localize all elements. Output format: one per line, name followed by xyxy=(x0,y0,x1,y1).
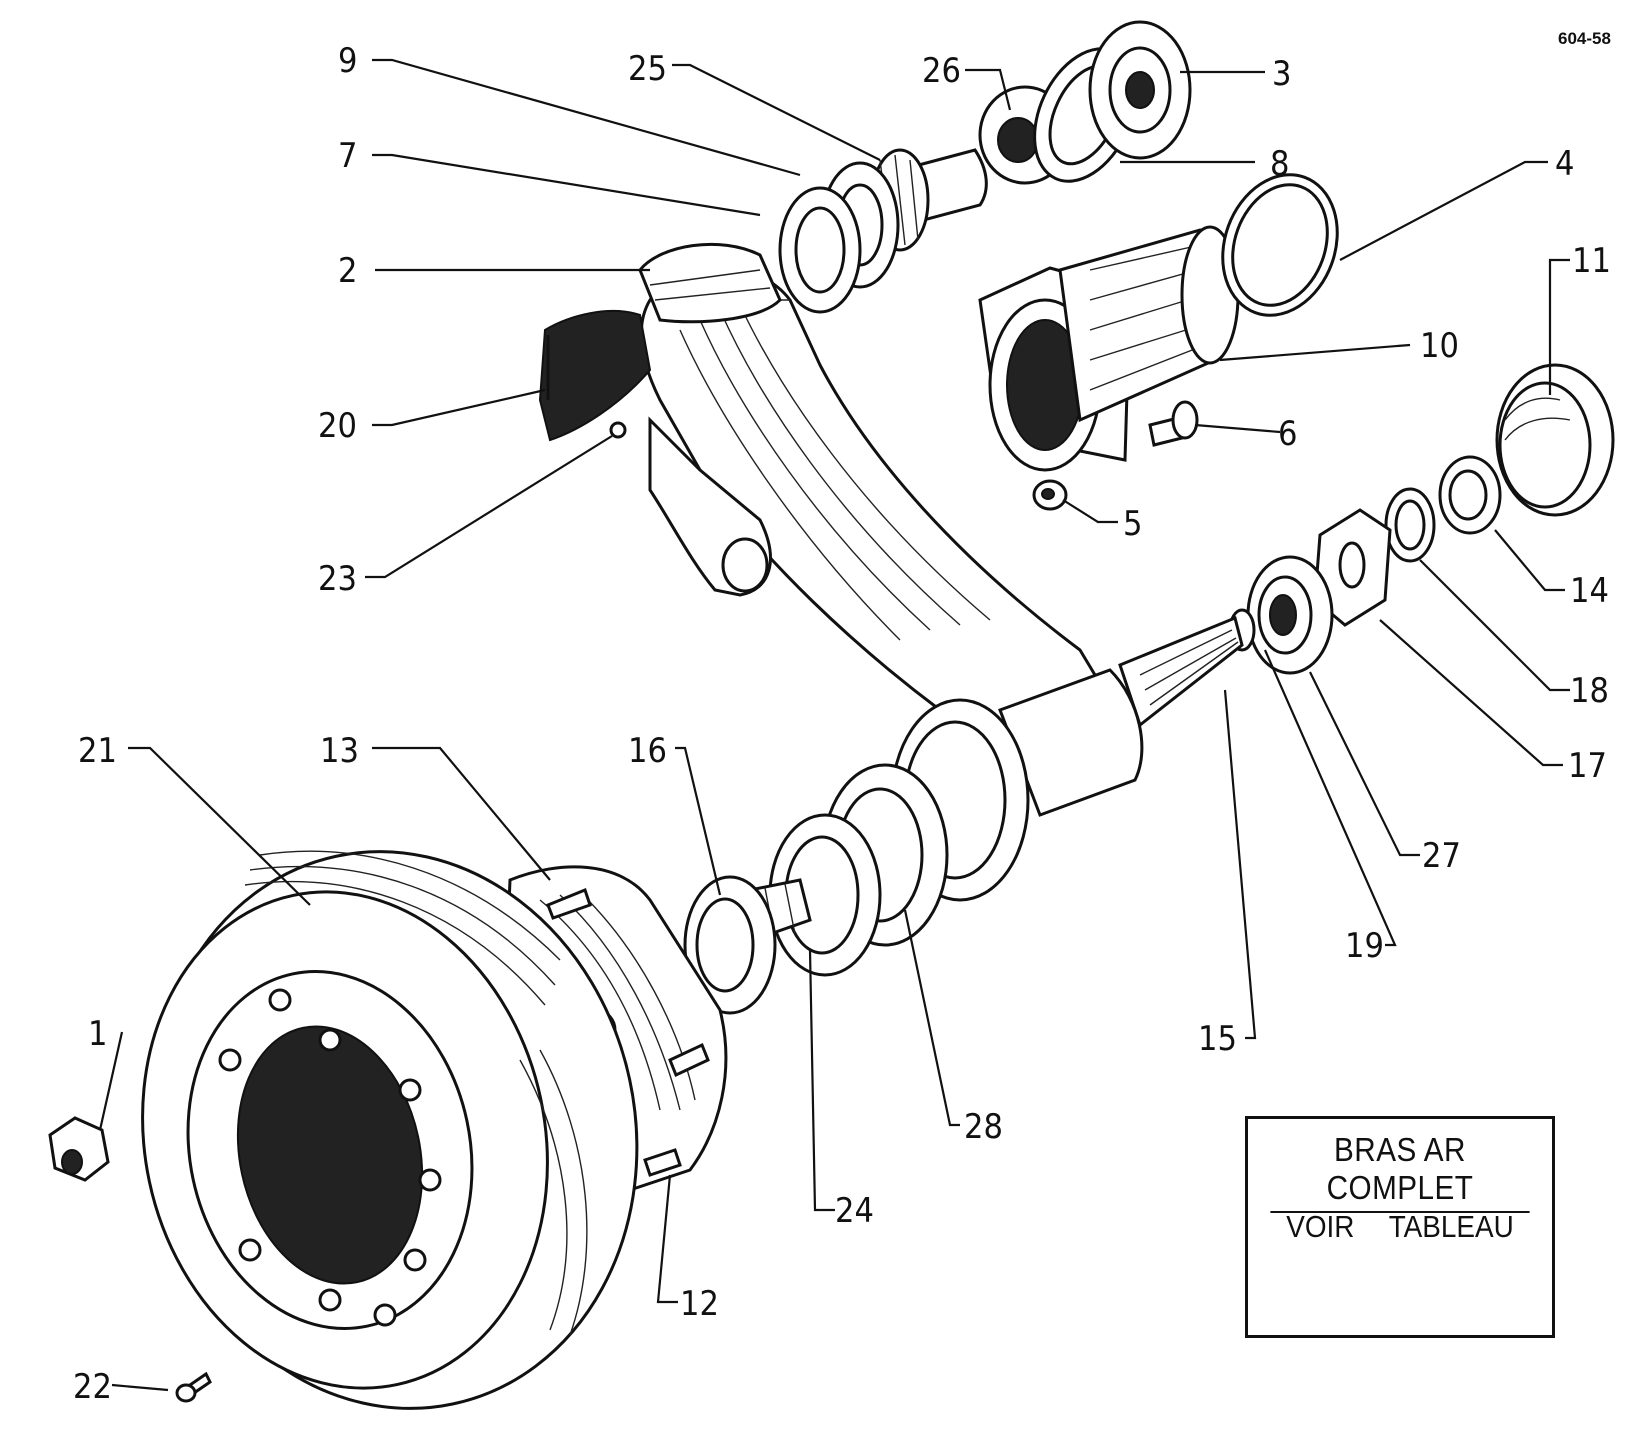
callout-6: 6 xyxy=(1278,414,1297,454)
wheel-nut-1 xyxy=(48,1116,110,1182)
callout-22: 22 xyxy=(73,1367,112,1407)
bracket-20 xyxy=(538,309,652,442)
callout-12: 12 xyxy=(680,1284,719,1324)
callout-7: 7 xyxy=(338,136,357,176)
note-title: BRAS AR COMPLET xyxy=(1270,1131,1530,1213)
callout-25: 25 xyxy=(628,49,667,89)
callout-14: 14 xyxy=(1570,571,1609,611)
upper-pivot-assembly xyxy=(778,20,1192,314)
trailing-arm xyxy=(638,242,1112,762)
callout-9: 9 xyxy=(338,41,357,81)
housing-10 xyxy=(978,225,1240,472)
leader-lines xyxy=(98,58,1570,1392)
callout-5: 5 xyxy=(1123,504,1142,544)
callout-2: 2 xyxy=(338,251,357,291)
callout-26: 26 xyxy=(922,51,961,91)
callout-18: 18 xyxy=(1570,671,1609,711)
callout-20: 20 xyxy=(318,406,357,446)
washer-18 xyxy=(1384,487,1436,563)
screw-6 xyxy=(1148,400,1199,447)
brake-drum-21 xyxy=(141,850,639,1410)
lower-bearing-stack xyxy=(683,698,1030,1015)
callout-17: 17 xyxy=(1568,746,1607,786)
bearing-27 xyxy=(1246,555,1334,675)
callout-4: 4 xyxy=(1555,144,1574,184)
callout-1: 1 xyxy=(88,1014,107,1054)
callout-10: 10 xyxy=(1420,326,1459,366)
reference-note-box: BRAS AR COMPLET VOIR TABLEAU xyxy=(1245,1116,1555,1338)
callout-labels: 9 7 2 20 23 25 26 3 8 4 10 6 5 11 14 18 … xyxy=(73,41,1611,1407)
callout-28: 28 xyxy=(964,1107,1003,1147)
callout-15: 15 xyxy=(1198,1019,1237,1059)
callout-16: 16 xyxy=(628,731,667,771)
cup-11 xyxy=(1495,363,1615,517)
note-body: VOIR TABLEAU xyxy=(1286,1209,1514,1244)
nut-14 xyxy=(1438,455,1502,535)
callout-23: 23 xyxy=(318,559,357,599)
callout-11: 11 xyxy=(1572,241,1611,281)
drawing-reference: 604-58 xyxy=(1558,29,1611,48)
callout-13: 13 xyxy=(320,731,359,771)
callout-24: 24 xyxy=(835,1191,874,1231)
screw-22 xyxy=(175,1371,212,1403)
lower-shaft-15 xyxy=(998,615,1244,817)
callout-27: 27 xyxy=(1422,836,1461,876)
nut-5 xyxy=(1032,479,1068,511)
callout-3: 3 xyxy=(1272,54,1291,94)
nut-23 xyxy=(609,421,627,439)
callout-8: 8 xyxy=(1270,144,1289,184)
callout-19: 19 xyxy=(1345,926,1384,966)
callout-21: 21 xyxy=(78,731,117,771)
